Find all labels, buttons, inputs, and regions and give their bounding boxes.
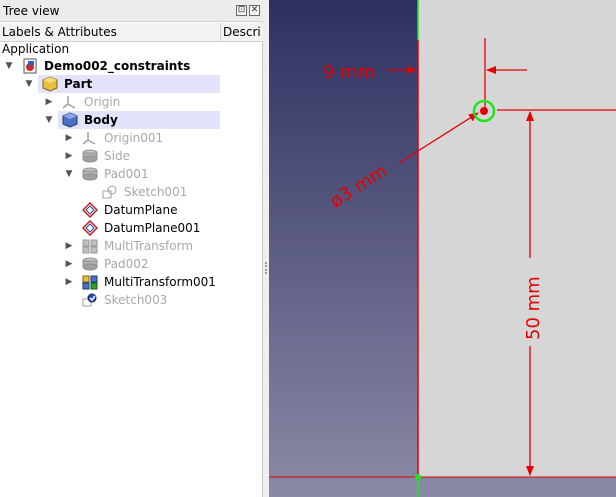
- tree-item-multitransform[interactable]: ▶ MultiTransform: [0, 237, 263, 255]
- hole-center-point[interactable]: [480, 107, 488, 115]
- tree-root-label: Application: [2, 42, 70, 56]
- expand-arrow-icon[interactable]: ▶: [65, 241, 73, 251]
- tree-column-header: Labels & Attributes Descri: [0, 23, 263, 42]
- expand-arrow-icon[interactable]: ▶: [65, 277, 73, 287]
- tree-item-label: MultiTransform: [104, 239, 194, 253]
- part-icon: [42, 76, 58, 92]
- tree-item-label: Sketch003: [104, 293, 168, 307]
- tree-item-label: Pad001: [104, 167, 149, 181]
- tree-item-sketch001[interactable]: Sketch001: [0, 183, 263, 201]
- document-icon: [22, 58, 38, 74]
- dimension-label-50mm[interactable]: 50 mm: [523, 276, 544, 340]
- tree-item-label: Sketch001: [124, 185, 188, 199]
- tree-item-side[interactable]: ▶ Side: [0, 147, 263, 165]
- tree-item-datumplane[interactable]: DatumPlane: [0, 201, 263, 219]
- tree-item-multitransform001[interactable]: ▶ MultiTransform001: [0, 273, 263, 291]
- splitter-grip-icon: [265, 262, 269, 274]
- tree-item-origin001[interactable]: ▶ Origin001: [0, 129, 263, 147]
- collapse-arrow-icon[interactable]: ▼: [45, 115, 53, 125]
- panel-splitter[interactable]: [263, 0, 269, 497]
- column-header-labels[interactable]: Labels & Attributes: [2, 25, 117, 39]
- tree-item-label: Origin: [84, 95, 121, 109]
- column-header-description[interactable]: Descri: [223, 25, 261, 39]
- tree-item-label: Origin001: [104, 131, 164, 145]
- tree-item-label: Part: [64, 77, 93, 91]
- multitransform-icon: [82, 238, 98, 254]
- datum-plane-icon: [81, 219, 99, 237]
- collapse-arrow-icon[interactable]: ▼: [65, 169, 73, 179]
- dimension-label-9mm[interactable]: 9 mm: [323, 62, 375, 83]
- sketch-icon: [82, 292, 98, 308]
- tree-view-title-bar: Tree view ⊡ ✕: [0, 0, 263, 22]
- tree-item-label: MultiTransform001: [104, 275, 216, 289]
- tree-view-title: Tree view: [3, 4, 60, 18]
- origin-point: [415, 474, 421, 480]
- tree-item-body[interactable]: ▼ Body: [0, 111, 263, 129]
- part-face[interactable]: [418, 0, 616, 477]
- collapse-arrow-icon[interactable]: ▼: [5, 61, 13, 71]
- origin-axes-icon: [62, 94, 78, 110]
- tree-view-panel: Tree view ⊡ ✕ Labels & Attributes Descri…: [0, 0, 263, 497]
- tree-item-label: Pad002: [104, 257, 149, 271]
- tree-item-pad001[interactable]: ▼ Pad001: [0, 165, 263, 183]
- collapse-arrow-icon[interactable]: ▼: [25, 79, 33, 89]
- datum-plane-icon: [81, 201, 99, 219]
- selection-highlight: [58, 111, 220, 129]
- expand-arrow-icon[interactable]: ▶: [65, 133, 73, 143]
- expand-arrow-icon[interactable]: ▶: [45, 97, 53, 107]
- selection-highlight: [38, 75, 220, 93]
- tree-item-label: Side: [104, 149, 130, 163]
- float-panel-button[interactable]: ⊡: [236, 5, 247, 16]
- dimension-leader-diameter: [398, 112, 479, 164]
- 3d-viewport[interactable]: 9 mm ø3 mm 50 mm: [269, 0, 616, 497]
- sketch-icon: [102, 184, 118, 200]
- multitransform-icon: [82, 274, 98, 290]
- pad-feature-icon: [82, 256, 98, 272]
- pad-feature-icon: [82, 148, 98, 164]
- tree-item-datumplane001[interactable]: DatumPlane001: [0, 219, 263, 237]
- expand-arrow-icon[interactable]: ▶: [65, 259, 73, 269]
- column-separator[interactable]: [220, 23, 221, 41]
- tree-item-label: Demo002_constraints: [44, 59, 191, 73]
- body-icon: [62, 112, 78, 128]
- expand-arrow-icon[interactable]: ▶: [65, 151, 73, 161]
- origin-axes-icon: [82, 130, 98, 146]
- tree-item-sketch003[interactable]: Sketch003: [0, 291, 263, 309]
- tree-root-application: Application: [0, 40, 263, 58]
- tree-item-part[interactable]: ▼ Part: [0, 75, 263, 93]
- tree-item-label: Body: [84, 113, 118, 127]
- tree-item-label: DatumPlane: [104, 203, 178, 217]
- hole-circle-selected[interactable]: [472, 99, 496, 123]
- tree-item-label: DatumPlane001: [104, 221, 201, 235]
- pad-feature-icon: [82, 166, 98, 182]
- tree-item-pad002[interactable]: ▶ Pad002: [0, 255, 263, 273]
- close-panel-button[interactable]: ✕: [249, 5, 260, 16]
- tree-item-document[interactable]: ▼ Demo002_constraints: [0, 57, 263, 75]
- tree-item-origin[interactable]: ▶ Origin: [0, 93, 263, 111]
